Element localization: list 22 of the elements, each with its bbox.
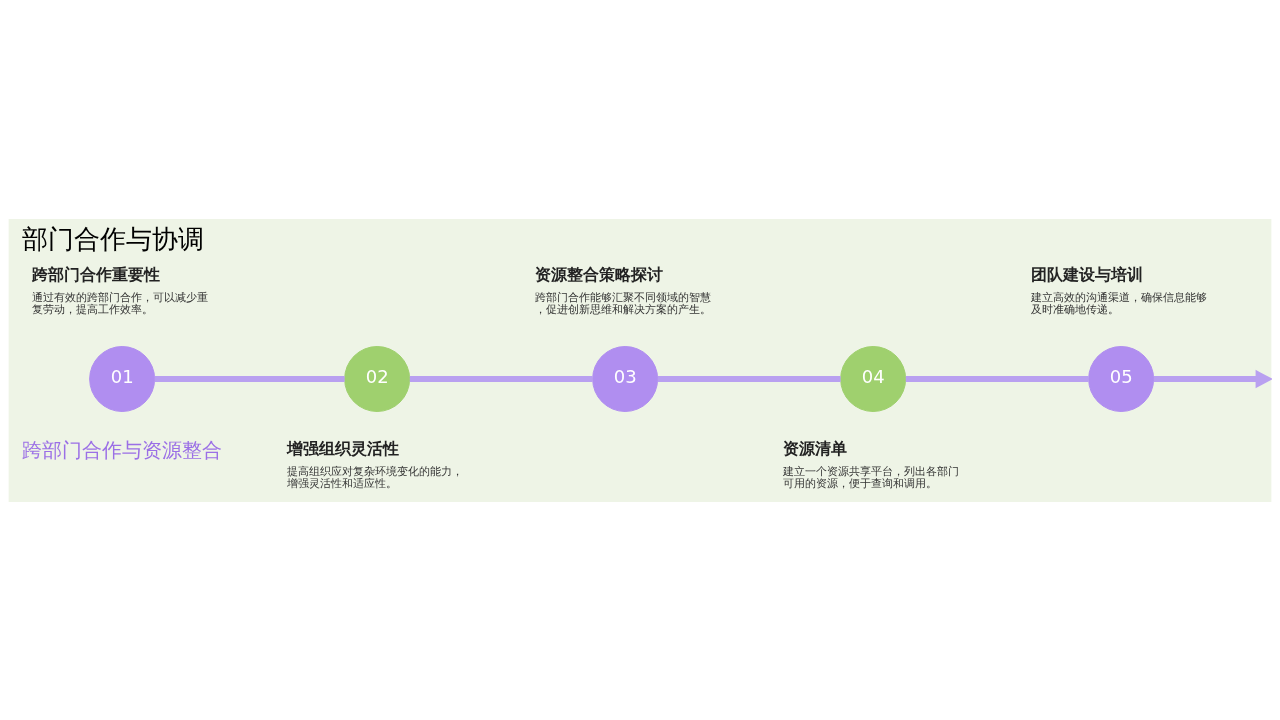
node-label: 建立一个资源共享平台，列出各部门可用的资源，便于查询和调用。 [783, 464, 960, 490]
connector [409, 375, 593, 382]
label: 跨部门合作与资源整合 [22, 437, 223, 462]
diagram-title: 部门合作与协调 [21, 223, 204, 254]
node-label: 资源整合策略探讨 [535, 264, 664, 284]
node-circle: 03 [592, 345, 659, 412]
node-label: 增强组织灵活性 [287, 438, 400, 458]
node-label: 建立高效的沟通渠道，确保信息能够及时准确地传递。 [1031, 290, 1208, 316]
connector [154, 375, 345, 382]
node-label: 跨部门合作能够汇聚不同领域的智慧，促进创新思维和解决方案的产生。 [535, 290, 712, 316]
connector [657, 375, 841, 382]
node-label: 提高组织应对复杂环境变化的能力，增强灵活性和适应性。 [287, 464, 464, 490]
node-label: 通过有效的跨部门合作，可以减少重复劳动，提高工作效率。 [32, 290, 209, 316]
node-label: 跨部门合作重要性 [32, 264, 161, 284]
node-circle: 01 [89, 345, 156, 412]
arrow [1153, 369, 1272, 388]
node-circle: 04 [840, 345, 907, 412]
node-circle: 05 [1088, 345, 1155, 412]
node-label: 资源清单 [783, 438, 848, 458]
node-label: 团队建设与培训 [1031, 264, 1144, 284]
connector [905, 375, 1089, 382]
node-circle: 02 [344, 345, 411, 412]
